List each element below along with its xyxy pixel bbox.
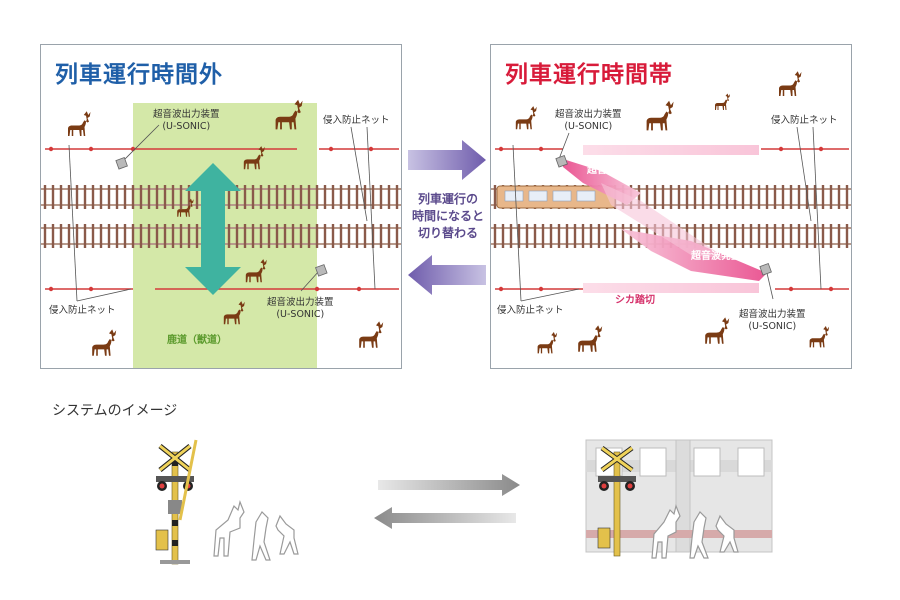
net-label-bottom-left: 侵入防止ネット xyxy=(497,305,564,316)
deer-path-label: 鹿道（獣道） xyxy=(167,335,227,346)
device-label-top: 超音波出力装置 (U-SONIC) xyxy=(555,109,622,132)
device-label-bottom: 超音波出力装置 (U-SONIC) xyxy=(267,297,334,320)
net-posts xyxy=(498,146,834,292)
label-leader-lines xyxy=(512,126,822,302)
ultrasonic-device-top xyxy=(115,157,128,170)
railroad-crossing-signal-left xyxy=(155,439,198,565)
ultrasonic-wave-diagonal xyxy=(601,183,727,259)
deer-group-left xyxy=(213,500,299,561)
crossing-band-top xyxy=(583,145,759,155)
device-label-bottom: 超音波出力装置 (U-SONIC) xyxy=(739,309,806,332)
deer-group-right xyxy=(651,504,739,559)
ultrasonic-device-top xyxy=(555,155,568,168)
net-posts xyxy=(48,146,374,292)
ultrasonic-device-bottom xyxy=(315,264,328,277)
deer-crossing-label: シカ踏切 xyxy=(615,295,655,306)
ultrasonic-device-bottom xyxy=(759,263,772,276)
device-label-top: 超音波出力装置 (U-SONIC) xyxy=(153,109,220,132)
wave-label-bottom: 超音波発生 xyxy=(691,251,741,262)
teal-double-arrow xyxy=(185,163,241,295)
panel-operation-hours: 列車運行時間帯 超音波出力装置 (U-SONIC) 侵入防止ネット 侵入防止ネッ… xyxy=(490,44,852,369)
right-panel-illustration xyxy=(491,126,851,302)
wave-label-top: 超音波発生 xyxy=(587,165,637,176)
train xyxy=(496,185,616,209)
panel-title-outside: 列車運行時間外 xyxy=(55,62,223,88)
switch-explanation: 列車運行の 時間になると 切り替わる xyxy=(411,192,484,240)
net-label-bottom-left: 侵入防止ネット xyxy=(49,305,116,316)
railroad-crossing-signal-right xyxy=(597,445,636,557)
crossing-band-bottom xyxy=(583,283,759,293)
net-label-top-right: 侵入防止ネット xyxy=(771,115,838,126)
label-leader-lines xyxy=(68,124,376,302)
section-title: システムのイメージ xyxy=(52,403,178,419)
panel-title-operation: 列車運行時間帯 xyxy=(505,62,673,88)
panel-outside-operation-hours: 列車運行時間外 超音波出力装置 (U-SONIC) 侵入防止ネット 侵入防止ネッ… xyxy=(40,44,402,369)
net-label-top-right: 侵入防止ネット xyxy=(323,115,390,126)
